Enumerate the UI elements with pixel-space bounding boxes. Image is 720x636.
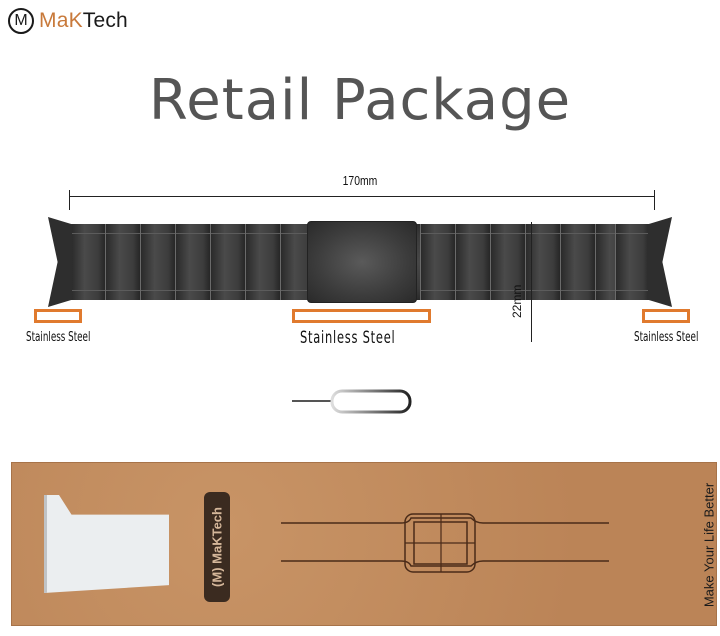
material-label-clasp: Stainless Steel — [300, 328, 396, 348]
material-swatch-left — [34, 309, 82, 323]
right-lug-connector — [648, 217, 672, 307]
clasp-buckle — [307, 221, 417, 303]
left-lug-connector — [48, 217, 72, 307]
material-swatch-right — [642, 309, 690, 323]
brand-name: MaKTech — [39, 9, 128, 32]
length-label: 170mm — [342, 173, 378, 188]
material-label-left: Stainless Steel — [26, 330, 91, 345]
dimension-tick-right — [654, 190, 655, 210]
width-dimension-line — [531, 222, 532, 342]
box-brand-text: (M) MaKTech — [209, 507, 225, 587]
page-title: Retail Package — [148, 68, 572, 133]
dimension-tick-left — [69, 190, 70, 210]
width-label: 22mm — [510, 284, 524, 318]
material-label-right: Stainless Steel — [634, 330, 699, 345]
sim-pin-tool-icon — [292, 389, 412, 414]
logo-m-icon: M — [8, 8, 34, 34]
length-dimension-line — [69, 196, 654, 197]
material-swatch-clasp — [292, 309, 431, 323]
box-slogan: Make Your Life Better — [701, 482, 717, 608]
box-brand-badge — [204, 492, 230, 602]
brand-logo: M MaKTech — [8, 5, 128, 37]
